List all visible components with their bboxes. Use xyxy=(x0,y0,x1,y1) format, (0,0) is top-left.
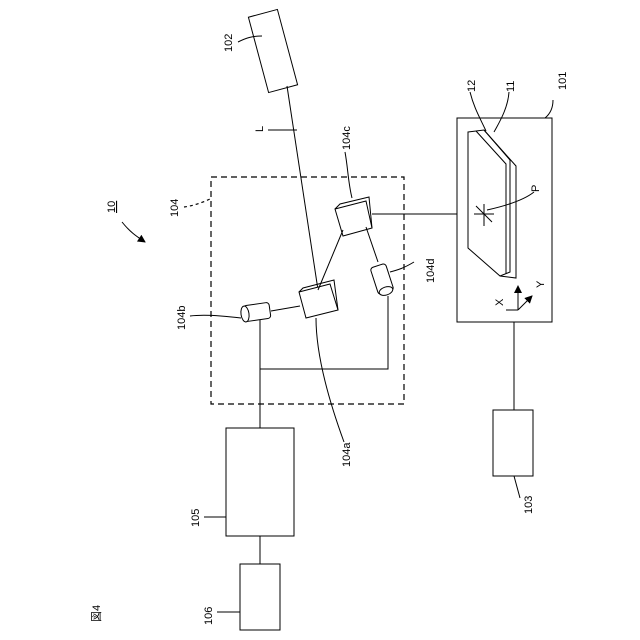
box-103-leader xyxy=(514,476,520,498)
path-104c-104d xyxy=(366,227,378,262)
box-103 xyxy=(493,410,533,476)
figure-label: 図4 xyxy=(90,605,103,622)
system-label: 10 xyxy=(106,201,145,242)
beam-label: L xyxy=(254,126,266,132)
axis-y-label: Y xyxy=(535,280,547,288)
axis-x-label: X xyxy=(494,298,506,306)
box-103-label: 103 xyxy=(523,496,535,514)
lens-104b xyxy=(240,302,271,322)
lens-d-label: 104d xyxy=(425,259,437,283)
mirror-104c xyxy=(335,197,372,236)
lens-d-leader xyxy=(390,262,414,272)
beam-L xyxy=(287,86,318,290)
box-106 xyxy=(240,564,280,630)
mirror-104a xyxy=(299,280,338,318)
controller-label: 105 xyxy=(190,509,202,527)
link-104b-104a xyxy=(271,306,300,311)
stage-label: 101 xyxy=(557,72,569,90)
laser-source-label: 102 xyxy=(223,34,235,52)
dashed-unit-label: 104 xyxy=(169,199,181,217)
dashed-unit-leader xyxy=(184,198,212,207)
mirror-c-leader xyxy=(345,152,352,198)
point-label: P xyxy=(530,185,542,192)
system-leader-arrow xyxy=(122,222,145,242)
laser-source-102 xyxy=(248,9,297,92)
stage-leader xyxy=(545,100,553,118)
mirror-c-label: 104c xyxy=(341,126,353,150)
mirror-a-label: 104a xyxy=(341,442,353,467)
system-label-text: 10 xyxy=(106,201,118,213)
mirror-a-leader xyxy=(316,318,344,442)
box-106-label: 106 xyxy=(203,607,215,625)
lens-104d xyxy=(370,263,394,297)
layer-11-label: 11 xyxy=(505,81,517,92)
layer-12-label: 12 xyxy=(466,80,478,92)
lens-b-leader xyxy=(190,315,241,318)
lens-b-label: 104b xyxy=(176,306,188,330)
controller-105 xyxy=(226,428,294,536)
